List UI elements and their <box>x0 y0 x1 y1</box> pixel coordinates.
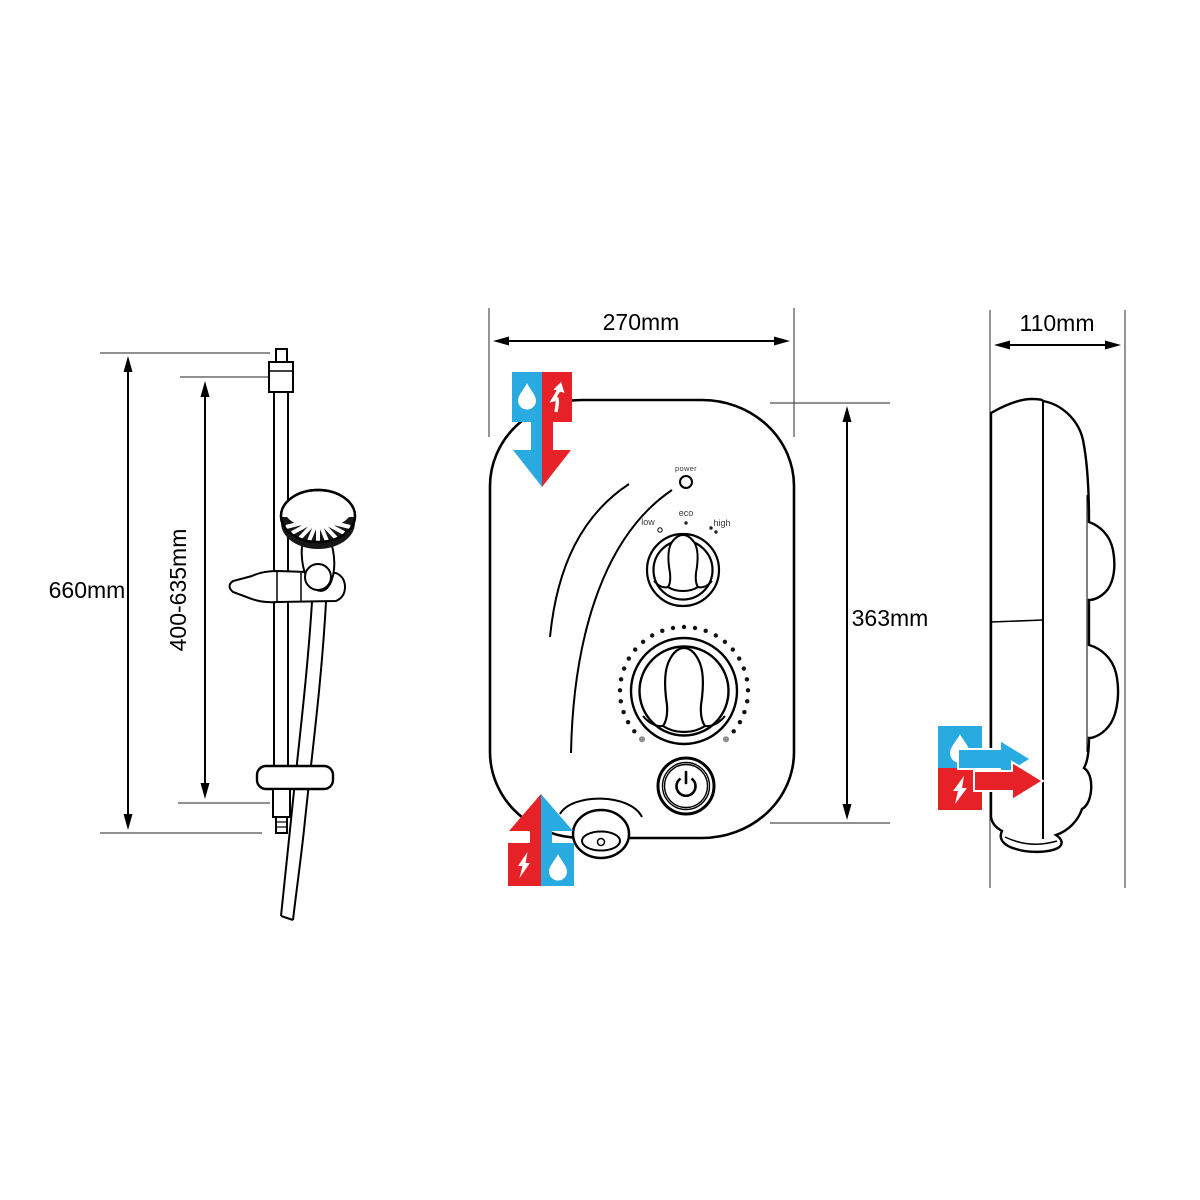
unit-width-label: 270mm <box>603 309 680 335</box>
temperature-dial-dot <box>621 709 626 715</box>
water-outlet-spout <box>559 797 643 860</box>
temperature-dial-dot <box>621 666 627 671</box>
temperature-dial-dot <box>703 628 708 633</box>
fascia-accent-line <box>549 483 630 638</box>
temperature-dial-dot <box>741 666 747 671</box>
temperature-dial-dot <box>626 656 631 661</box>
top-entry-arrow-icon <box>513 420 571 487</box>
water-drop-icon <box>518 383 536 410</box>
side-profile <box>989 397 1120 854</box>
temperature-dial-dot <box>618 699 623 704</box>
side-view: 110mm <box>938 310 1126 888</box>
temperature-dial-dot <box>742 709 747 715</box>
dimension-rail-height: 660mm <box>49 356 133 830</box>
temperature-dial-dot <box>731 729 736 734</box>
temperature-dial-dot <box>632 729 637 734</box>
dimension-unit-height: 363mm <box>842 406 929 820</box>
temperature-dial-dot <box>640 639 646 644</box>
temperature-dial-dot <box>625 720 631 725</box>
temperature-knob-dots <box>617 624 751 743</box>
temperature-dial-dot <box>722 639 728 644</box>
temperature-dial-dot <box>744 677 750 682</box>
flow-knob[interactable]: low eco high <box>641 508 731 608</box>
dimension-unit-width: 270mm <box>493 309 790 346</box>
rear-entry-arrow-icon <box>957 738 1045 802</box>
bottom-entry-arrow-icon <box>509 794 573 844</box>
flow-high-mark <box>714 530 718 534</box>
electric-square <box>542 372 572 422</box>
temperature-dial-dot <box>618 677 624 682</box>
temperature-dial-dot <box>737 656 742 661</box>
temperature-dial-dot <box>660 628 665 633</box>
flow-low-label: low <box>641 517 655 527</box>
lightning-bolt-icon <box>953 776 967 804</box>
spray-face <box>285 517 351 542</box>
shower-handset <box>279 488 357 592</box>
unit-depth-label: 110mm <box>1020 310 1095 336</box>
temperature-dial-dot <box>692 625 698 631</box>
shower-rail-view: 660mm 400-635mm <box>49 348 357 921</box>
flow-knob-handle[interactable] <box>666 533 700 593</box>
handset-holder-knob <box>304 563 332 591</box>
water-drop-icon <box>549 854 567 881</box>
temperature-dial-dot <box>722 736 730 743</box>
flow-high-label: high <box>713 518 730 528</box>
dimension-unit-depth: 110mm <box>994 310 1121 350</box>
rail-adjust-label: 400-635mm <box>165 529 191 652</box>
temperature-knob[interactable] <box>617 624 751 746</box>
top-entry-icon <box>512 372 572 487</box>
temperature-dial-dot <box>713 633 718 638</box>
temperature-dial-dot <box>681 624 687 630</box>
bottom-entry-icon <box>508 794 574 886</box>
rail-bottom-bracket <box>255 764 335 834</box>
temperature-dial-dot <box>670 625 676 631</box>
temperature-dial-dot <box>633 647 638 652</box>
power-led-label: power <box>675 464 697 473</box>
rear-entry-icon <box>938 726 1045 810</box>
power-button[interactable] <box>656 756 716 816</box>
temperature-dial-dot <box>737 720 743 725</box>
temperature-dial-dot <box>617 688 623 693</box>
front-view: 270mm 363mm power low eco high <box>488 308 929 886</box>
flow-high-mark <box>709 526 713 530</box>
flow-eco-mark <box>684 521 688 525</box>
dimension-rail-adjust: 400-635mm <box>165 381 210 799</box>
temperature-dial-dot <box>650 633 655 638</box>
lightning-bolt-icon <box>549 382 565 413</box>
temperature-dial-dot <box>745 699 750 704</box>
riser-rail <box>268 348 294 768</box>
unit-height-label: 363mm <box>852 605 929 631</box>
fascia-accent-line <box>570 489 673 754</box>
flow-eco-label: eco <box>679 508 694 518</box>
power-indicator: power <box>675 464 697 489</box>
rail-height-label: 660mm <box>49 577 126 603</box>
temperature-dial-dot <box>745 688 751 693</box>
power-icon <box>675 770 697 797</box>
lightning-bolt-icon <box>518 852 530 878</box>
power-led <box>679 475 693 489</box>
flow-low-mark <box>657 527 663 533</box>
shower-hose <box>280 601 327 921</box>
temperature-dial-dot <box>730 647 735 652</box>
temperature-knob-handle[interactable] <box>661 646 707 734</box>
temperature-dial-dot <box>638 736 646 743</box>
